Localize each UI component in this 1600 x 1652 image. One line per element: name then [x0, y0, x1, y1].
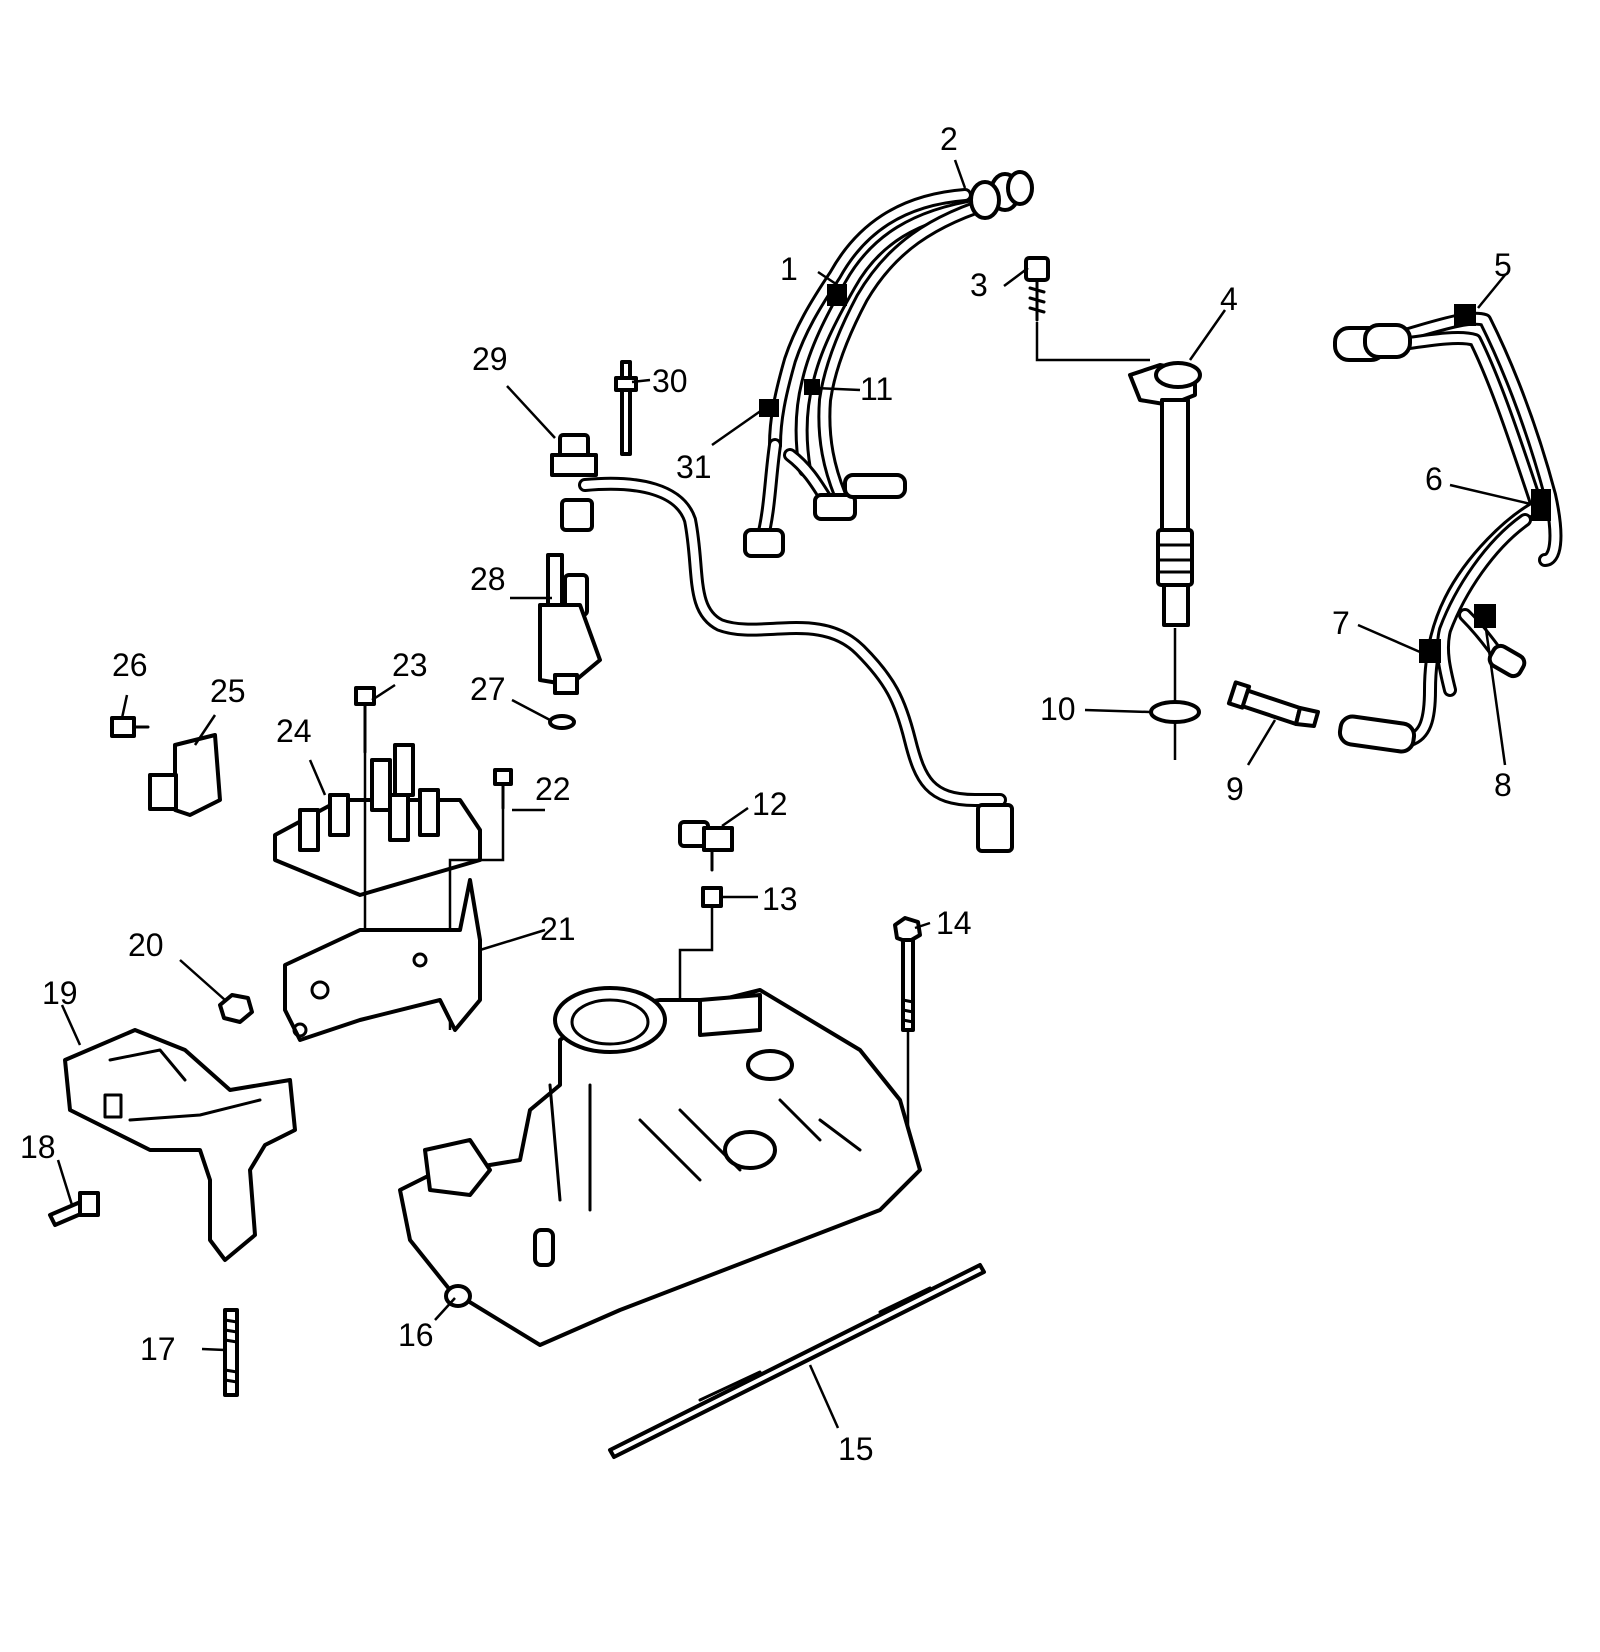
callout-31: 31: [676, 449, 712, 485]
nut-20: [218, 993, 254, 1024]
grommet-13: [701, 886, 723, 908]
bolt-18: [48, 1191, 100, 1227]
sensor-12: [678, 820, 734, 872]
control-module-25: [148, 733, 222, 817]
pressure-sensor-29: [550, 433, 598, 532]
callout-15: 15: [838, 1431, 874, 1467]
callout-5: 5: [1494, 247, 1512, 283]
callout-14: 14: [936, 905, 972, 941]
solenoid-module-28: [538, 553, 602, 695]
callout-18: 18: [20, 1129, 56, 1165]
callout-2: 2: [940, 121, 958, 157]
bolt-14: [893, 916, 922, 1032]
callout-30: 30: [652, 363, 688, 399]
ignition-coil-tube: [1128, 361, 1202, 627]
callout-22: 22: [535, 771, 571, 807]
callout-3: 3: [970, 267, 988, 303]
callout-23: 23: [392, 647, 428, 683]
gasket-15: [608, 1263, 986, 1459]
hose-tube: [578, 476, 1014, 853]
callout-24: 24: [276, 713, 312, 749]
bolt-26: [110, 716, 150, 738]
callout-12: 12: [752, 786, 788, 822]
spark-plug-wire-harness-right: [1333, 304, 1563, 754]
callout-4: 4: [1220, 281, 1238, 317]
callout-28: 28: [470, 561, 506, 597]
callout-labels: 1 2 3 4 5 6 7 8 9 10 11 12 13 14 15 16 1…: [20, 121, 1512, 1467]
callout-27: 27: [470, 671, 506, 707]
bracket-21: [283, 878, 482, 1042]
callout-17: 17: [140, 1331, 176, 1367]
callout-25: 25: [210, 673, 246, 709]
bolt-22: [493, 768, 513, 810]
callout-9: 9: [1226, 771, 1244, 807]
ignition-coil-pack-24: [273, 743, 482, 897]
callout-6: 6: [1425, 461, 1443, 497]
coil-bolt: [1024, 256, 1050, 322]
callout-26: 26: [112, 647, 148, 683]
stud-17: [223, 1308, 239, 1397]
leader-lines: [56, 159, 1536, 1429]
stud-30: [614, 360, 638, 456]
callout-10: 10: [1040, 691, 1076, 727]
o-ring-27: [548, 714, 576, 730]
intake-manifold-16: [398, 986, 922, 1347]
callout-19: 19: [42, 975, 78, 1011]
spark-plug-wire-harness-center: [743, 170, 1034, 558]
callout-21: 21: [540, 911, 576, 947]
callout-20: 20: [128, 927, 164, 963]
callout-1: 1: [780, 251, 798, 287]
callout-8: 8: [1494, 767, 1512, 803]
spark-plug: [1226, 680, 1320, 728]
callout-11: 11: [860, 371, 893, 407]
bracket-19: [63, 1028, 297, 1262]
callout-16: 16: [398, 1317, 434, 1353]
bolt-23: [354, 686, 376, 754]
callout-7: 7: [1332, 605, 1350, 641]
callout-13: 13: [762, 881, 798, 917]
callout-29: 29: [472, 341, 508, 377]
seal-washer: [1149, 700, 1201, 724]
